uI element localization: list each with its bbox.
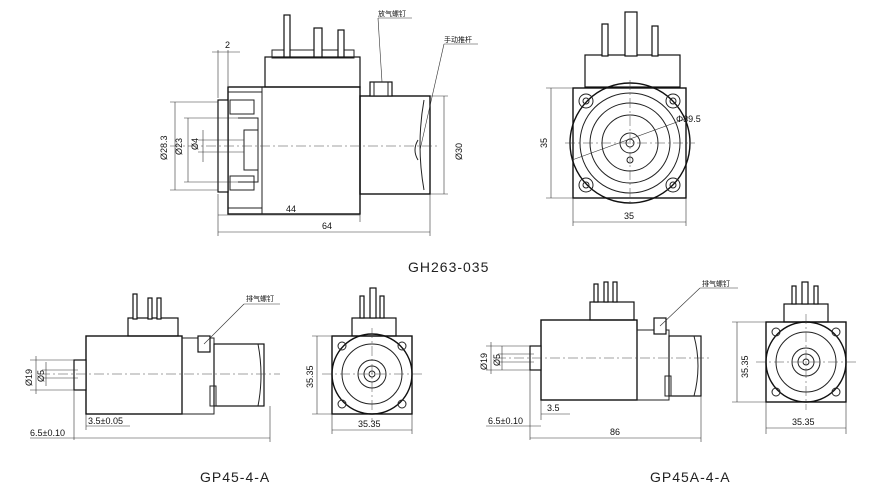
gp45-front-spigot bbox=[73, 359, 87, 391]
gh263-dim-d4: Ø4 bbox=[190, 138, 200, 150]
gp45-coil-body bbox=[85, 335, 183, 415]
gp45-end-dim-h: 35.35 bbox=[305, 365, 315, 388]
gp45-tube bbox=[213, 343, 265, 407]
gh263-pin-1 bbox=[283, 14, 291, 58]
gh263-dim-d28: Ø28.3 bbox=[159, 135, 169, 160]
gp45-connector bbox=[127, 317, 179, 337]
gp45a-end-dim-h: 35.35 bbox=[740, 355, 750, 378]
gp45a-tube bbox=[668, 335, 702, 397]
gp45-end-dim-w: 35.35 bbox=[358, 419, 381, 429]
gp45-dim-len65: 6.5±0.10 bbox=[30, 428, 65, 438]
gp45a-callout-vent-screw: 排气螺钉 bbox=[702, 279, 730, 288]
gp45-dim-d5: Ø5 bbox=[36, 370, 46, 382]
gp45-dim-len35: 3.5±0.05 bbox=[88, 416, 123, 426]
gh263-pin-3 bbox=[337, 29, 345, 58]
gh263-dim-gap: 2 bbox=[225, 40, 230, 50]
gp45-end-connector bbox=[351, 317, 397, 337]
gh263-dim-phi395: Φ39.5 bbox=[676, 114, 701, 124]
gp45a-dim-len35: 3.5 bbox=[547, 403, 560, 413]
gh263-dim-d30: Ø30 bbox=[454, 143, 464, 160]
gp45a-dim-len65: 6.5±0.10 bbox=[488, 416, 523, 426]
gh263-dim-w35: 35 bbox=[624, 211, 634, 221]
gp45a-end-view: 35.35 35.35 bbox=[732, 281, 856, 434]
gp45a-side-view: Ø19 Ø5 3.5 6.5±0.10 86 排气螺钉 bbox=[479, 279, 738, 442]
gh263-callout-bleed-screw: 放气螺钉 bbox=[378, 9, 406, 18]
gh263-dim-h35: 35 bbox=[539, 138, 549, 148]
gp45a-dim-d19: Ø19 bbox=[479, 353, 489, 370]
gp45-callout-vent-screw: 排气螺钉 bbox=[246, 294, 274, 303]
gp45a-dim-len86: 86 bbox=[610, 427, 620, 437]
gh263-end-connector bbox=[584, 54, 681, 88]
gp45-side-view: Ø19 Ø5 3.5±0.05 6.5±0.10 排气螺钉 bbox=[24, 293, 280, 442]
gh263-dim-len64: 64 bbox=[322, 221, 332, 231]
gh263-bleed-screw bbox=[369, 81, 393, 97]
gh263-model-label: GH263-035 bbox=[408, 259, 489, 275]
gp45-end-view: 35.35 35.35 bbox=[305, 287, 422, 434]
gp45-dim-d19: Ø19 bbox=[24, 369, 34, 386]
gh263-dim-d23: Ø23 bbox=[174, 138, 184, 155]
gp45a-coil-body bbox=[540, 319, 638, 401]
gh263-callout-push-rod: 手动推杆 bbox=[444, 35, 472, 44]
gh263-dim-len44: 44 bbox=[286, 204, 296, 214]
gh263-pin-2 bbox=[313, 27, 323, 58]
gh263-coil-body bbox=[227, 86, 361, 215]
gh263-side-view: 2 Ø28.3 Ø23 Ø4 Ø30 44 64 放气螺钉 手动推杆 bbox=[159, 9, 478, 236]
gh263-tube bbox=[359, 95, 431, 195]
gp45a-end-dim-w: 35.35 bbox=[792, 417, 815, 427]
gh263-end-view: 35 35 Φ39.5 bbox=[539, 11, 701, 226]
gp45a-model-label: GP45A-4-A bbox=[650, 469, 731, 485]
gp45a-dim-d5: Ø5 bbox=[492, 354, 502, 366]
gp45a-connector bbox=[589, 301, 635, 321]
gp45-model-label: GP45-4-A bbox=[200, 469, 270, 485]
gh263-connector-housing bbox=[264, 56, 361, 88]
